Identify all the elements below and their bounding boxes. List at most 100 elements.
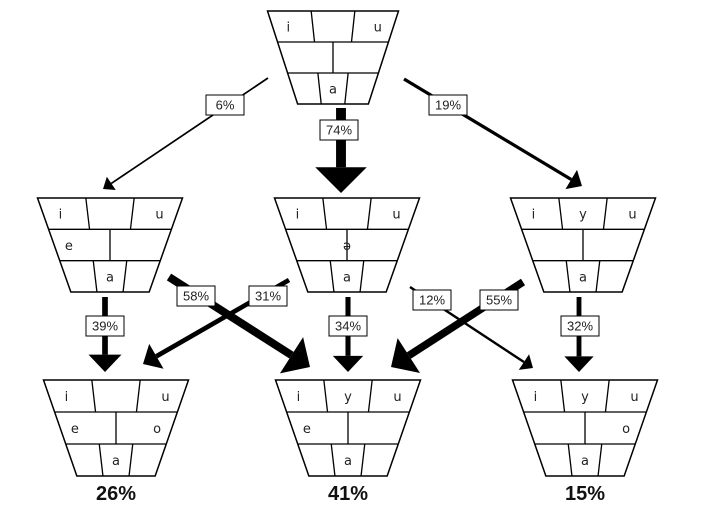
vowel-cell: e — [65, 239, 73, 254]
arrow-head — [88, 354, 122, 372]
edge-label-mr-to-bc: 55% — [479, 289, 519, 311]
column-divider — [565, 260, 571, 293]
percentage-label: 34% — [335, 319, 361, 334]
vowel-cell: a — [329, 83, 337, 98]
column-divider — [310, 10, 316, 43]
percentage-box — [176, 285, 216, 307]
percentage-box — [328, 315, 368, 337]
percentage-label: 31% — [255, 289, 281, 304]
column-divider — [344, 72, 349, 105]
vowel-cell: u — [392, 208, 400, 223]
column-divider — [128, 443, 134, 477]
column-divider — [323, 379, 329, 413]
column-divider — [330, 443, 336, 477]
arrow-head — [332, 355, 364, 372]
column-divider — [567, 443, 573, 477]
percentage-label: 12% — [419, 293, 445, 308]
edge-label-ml-to-bl: 39% — [85, 315, 125, 337]
column-divider — [91, 379, 97, 413]
vowel-cell: i — [59, 208, 63, 223]
column-divider — [360, 443, 366, 477]
vowel-cell: y — [344, 390, 352, 405]
vowel-cell: a — [343, 270, 351, 285]
percentage-box — [428, 94, 468, 116]
vowel-chart-mid-left: i u e a — [36, 197, 184, 293]
percentage-box — [319, 119, 359, 141]
percentage-box — [560, 315, 600, 337]
column-divider — [602, 197, 608, 230]
vowel-cell: o — [622, 422, 630, 437]
arrow-head — [315, 167, 367, 193]
column-divider — [597, 443, 603, 477]
column-divider — [595, 260, 601, 293]
percentage-box — [248, 285, 288, 307]
edge-label-mc-to-bc: 34% — [328, 315, 368, 337]
total-percentage: 15% — [565, 483, 605, 505]
vowel-cell: a — [112, 454, 120, 469]
vowel-cell: u — [155, 208, 163, 223]
edge-label-top-to-mid-right: 19% — [428, 94, 468, 116]
column-divider — [350, 10, 356, 43]
percentage-box — [205, 94, 245, 116]
edge-label-top-to-mid-center: 74% — [319, 119, 359, 141]
column-divider — [92, 260, 98, 293]
percentage-label: 74% — [326, 123, 352, 138]
vowel-cell: u — [630, 390, 638, 405]
edge-label-mc-to-bl: 31% — [248, 285, 288, 307]
arrow-head — [391, 338, 421, 373]
vowel-cell: y — [579, 208, 587, 223]
percentage-box — [479, 289, 519, 311]
column-divider — [129, 197, 135, 230]
vowel-cell: a — [344, 454, 352, 469]
vowel-cell: i — [534, 390, 538, 405]
percentage-label: 6% — [216, 98, 235, 113]
column-divider — [85, 197, 91, 230]
vowel-cell: i — [65, 390, 69, 405]
arrow-head — [103, 176, 116, 191]
arrow-head — [279, 337, 310, 374]
column-divider — [359, 260, 365, 293]
percentage-label: 39% — [92, 319, 118, 334]
arrow-shaft — [403, 77, 573, 181]
percentage-label: 19% — [435, 98, 461, 113]
percentage-box — [85, 315, 125, 337]
vowel-cell: a — [581, 454, 589, 469]
vowel-cell: y — [581, 390, 589, 405]
column-divider — [558, 197, 564, 230]
arrow-head — [518, 354, 533, 370]
column-divider — [98, 443, 104, 477]
column-divider — [604, 379, 610, 413]
percentage-label: 58% — [183, 289, 209, 304]
vowel-chart-bot-right: i y u o a 15% — [511, 379, 659, 505]
column-divider — [135, 379, 141, 413]
percentage-box — [412, 289, 452, 311]
vowel-cell: u — [628, 208, 636, 223]
column-divider — [560, 379, 566, 413]
column-divider — [122, 260, 128, 293]
vowel-cell: a — [579, 270, 587, 285]
vowel-chart-mid-right: i y u a — [509, 197, 657, 293]
vowel-cell: i — [296, 208, 300, 223]
vowel-cell: u — [393, 390, 401, 405]
labels-layer: 6% 74% 19% 39% 58% 31% 34% 12% 55% 32% — [85, 94, 600, 337]
arrow-head — [143, 343, 164, 369]
edge-label-mc-to-br: 12% — [412, 289, 452, 311]
vowel-cell: a — [106, 270, 114, 285]
percentage-label: 32% — [567, 319, 593, 334]
total-percentage: 41% — [328, 483, 368, 505]
edge-label-ml-to-bc: 58% — [176, 285, 216, 307]
vowel-cell: u — [161, 390, 169, 405]
vowel-cell: i — [532, 208, 536, 223]
column-divider — [317, 72, 322, 105]
percentage-label: 55% — [486, 293, 512, 308]
edge-label-top-to-mid-left: 6% — [205, 94, 245, 116]
column-divider — [367, 379, 373, 413]
vowel-cell: e — [71, 422, 79, 437]
column-divider — [322, 197, 328, 230]
vowel-cell: e — [303, 422, 311, 437]
